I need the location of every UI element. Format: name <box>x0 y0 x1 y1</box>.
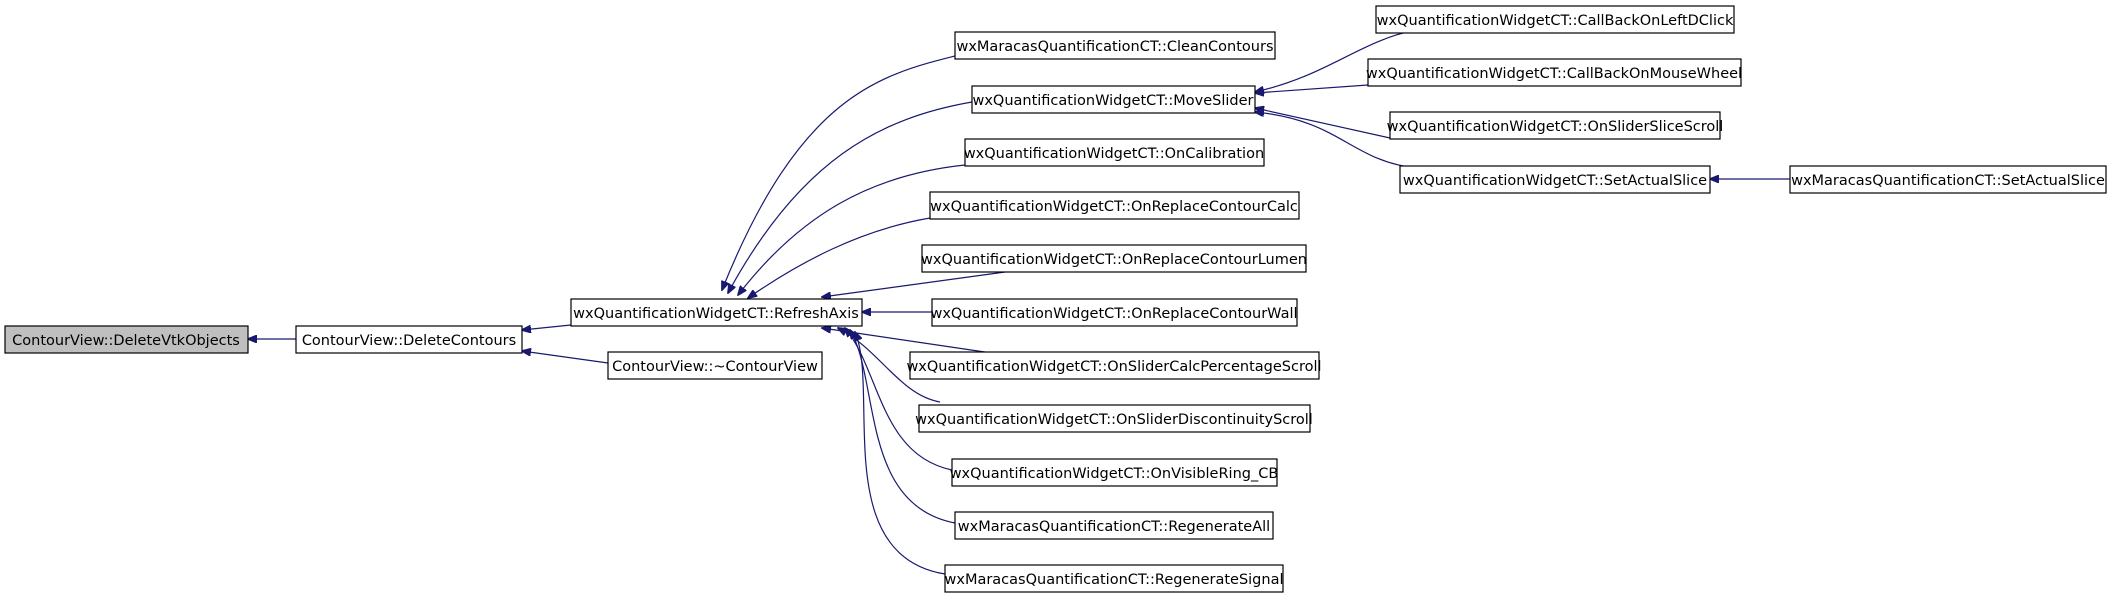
node-label-onreplacecontourcalc: wxQuantificationWidgetCT::OnReplaceConto… <box>930 199 1298 215</box>
edge-moveslider-to-refreshaxis <box>728 101 973 293</box>
node-cleancontours[interactable]: wxMaracasQuantificationCT::CleanContours <box>954 31 1276 60</box>
node-onsliderdiscontinuityscroll[interactable]: wxQuantificationWidgetCT::OnSliderDiscon… <box>915 404 1313 433</box>
node-contourview-dtor[interactable]: ContourView::~ContourView <box>607 351 823 380</box>
node-label-setactualslice-maracas: wxMaracasQuantificationCT::SetActualSlic… <box>1791 173 2105 189</box>
node-onvisiblering-cb[interactable]: wxQuantificationWidgetCT::OnVisibleRing_… <box>950 458 1279 487</box>
node-onreplacecontourlumen[interactable]: wxQuantificationWidgetCT::OnReplaceConto… <box>921 244 1307 273</box>
edge-refreshaxis-to-deletecontours <box>522 324 572 330</box>
node-label-refreshaxis: wxQuantificationWidgetCT::RefreshAxis <box>573 306 859 322</box>
edge-onsliderslicescroll-to-moveslider <box>1255 108 1391 139</box>
edges <box>248 28 1790 575</box>
node-label-contourview-dtor: ContourView::~ContourView <box>612 359 818 375</box>
node-label-callbackonmousewheel: wxQuantificationWidgetCT::CallBackOnMous… <box>1366 66 1742 82</box>
node-label-oncalibration: wxQuantificationWidgetCT::OnCalibration <box>964 146 1264 162</box>
node-oncalibration[interactable]: wxQuantificationWidgetCT::OnCalibration <box>964 138 1265 167</box>
edge-onreplacecontourlumen-to-refreshaxis <box>822 271 1006 297</box>
edge-callbackonmousewheel-to-moveslider <box>1255 84 1369 93</box>
edge-contourview-dtor-to-deletecontours <box>522 351 609 364</box>
node-label-callbackonleftdclick: wxQuantificationWidgetCT::CallBackOnLeft… <box>1377 13 1734 29</box>
node-setactualslice-maracas[interactable]: wxMaracasQuantificationCT::SetActualSlic… <box>1789 165 2107 194</box>
node-regenerateall[interactable]: wxMaracasQuantificationCT::RegenerateAll <box>954 511 1274 540</box>
edge-callbackonleftdclick-to-moveslider <box>1255 28 1421 92</box>
node-onsliderslicescroll[interactable]: wxQuantificationWidgetCT::OnSliderSliceS… <box>1387 111 1724 140</box>
node-onslidercalcpercentagescroll[interactable]: wxQuantificationWidgetCT::OnSliderCalcPe… <box>906 351 1322 380</box>
edge-oncalibration-to-refreshaxis <box>738 164 966 295</box>
node-label-deletevtkobjects: ContourView::DeleteVtkObjects <box>12 333 240 349</box>
node-deletevtkobjects[interactable]: ContourView::DeleteVtkObjects <box>4 325 249 354</box>
node-label-onreplacecontourlumen: wxQuantificationWidgetCT::OnReplaceConto… <box>921 252 1307 268</box>
edge-cleancontours-to-refreshaxis <box>722 55 956 290</box>
node-callbackonleftdclick[interactable]: wxQuantificationWidgetCT::CallBackOnLeft… <box>1375 5 1735 34</box>
edge-onreplacecontourcalc-to-refreshaxis <box>748 217 931 298</box>
node-label-onsliderslicescroll: wxQuantificationWidgetCT::OnSliderSliceS… <box>1387 119 1724 135</box>
node-onreplacecontourcalc[interactable]: wxQuantificationWidgetCT::OnReplaceConto… <box>929 191 1300 220</box>
node-onreplacecontourwall[interactable]: wxQuantificationWidgetCT::OnReplaceConto… <box>930 298 1298 327</box>
node-setactualslice-widget[interactable]: wxQuantificationWidgetCT::SetActualSlice <box>1399 165 1711 194</box>
edge-setactualslice-widget-to-moveslider <box>1255 112 1416 169</box>
node-label-regeneratesignal: wxMaracasQuantificationCT::RegenerateSig… <box>945 572 1284 588</box>
node-label-onsliderdiscontinuityscroll: wxQuantificationWidgetCT::OnSliderDiscon… <box>915 412 1313 428</box>
node-deletecontours[interactable]: ContourView::DeleteContours <box>295 325 523 354</box>
node-label-regenerateall: wxMaracasQuantificationCT::RegenerateAll <box>958 519 1270 535</box>
node-label-onslidercalcpercentagescroll: wxQuantificationWidgetCT::OnSliderCalcPe… <box>906 359 1321 375</box>
node-label-moveslider: wxQuantificationWidgetCT::MoveSlider <box>972 93 1253 109</box>
node-label-onvisiblering-cb: wxQuantificationWidgetCT::OnVisibleRing_… <box>950 466 1279 482</box>
node-moveslider[interactable]: wxQuantificationWidgetCT::MoveSlider <box>971 85 1256 114</box>
node-label-deletecontours: ContourView::DeleteContours <box>302 333 516 349</box>
node-label-cleancontours: wxMaracasQuantificationCT::CleanContours <box>956 39 1273 55</box>
edge-regeneratesignal-to-refreshaxis <box>855 332 946 575</box>
edge-onslidercalcpercentagescroll-to-refreshaxis <box>822 328 1006 356</box>
node-regeneratesignal[interactable]: wxMaracasQuantificationCT::RegenerateSig… <box>944 564 1284 593</box>
node-label-setactualslice-widget: wxQuantificationWidgetCT::SetActualSlice <box>1403 173 1707 189</box>
node-refreshaxis[interactable]: wxQuantificationWidgetCT::RefreshAxis <box>570 298 863 327</box>
edge-regenerateall-to-refreshaxis <box>850 330 956 524</box>
node-label-onreplacecontourwall: wxQuantificationWidgetCT::OnReplaceConto… <box>930 306 1297 322</box>
node-callbackonmousewheel[interactable]: wxQuantificationWidgetCT::CallBackOnMous… <box>1366 58 1742 87</box>
edge-onvisiblering-cb-to-refreshaxis <box>845 328 953 471</box>
